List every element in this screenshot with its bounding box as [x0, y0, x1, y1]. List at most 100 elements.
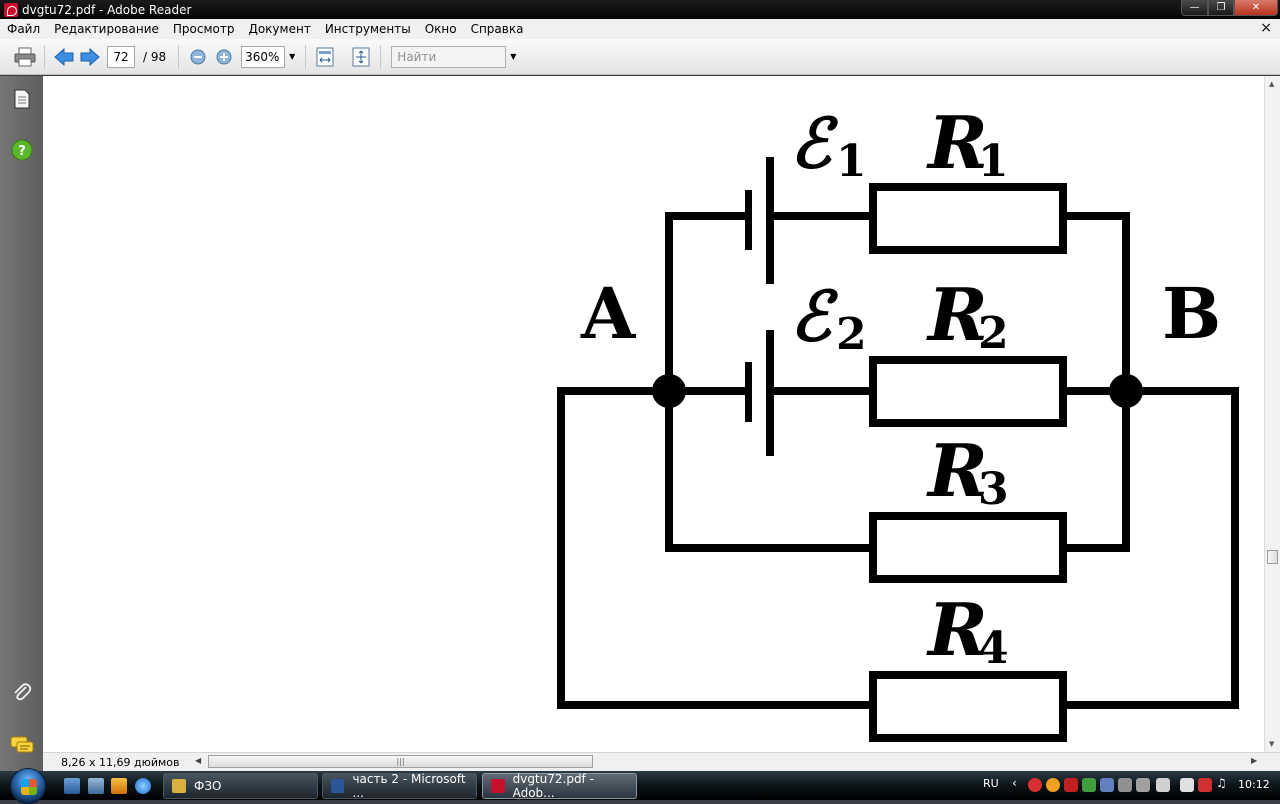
update-tray-icon[interactable] [1100, 778, 1114, 792]
node-a-label: A [580, 272, 637, 355]
search-input[interactable]: Найти [391, 45, 507, 68]
node-b-dot [1109, 374, 1143, 408]
battery-2-short-plate [745, 362, 752, 422]
window-title: dvgtu72.pdf - Adobe Reader [22, 2, 192, 17]
fit-width-icon[interactable] [312, 44, 338, 70]
r4-subscript: 4 [978, 623, 1009, 674]
show-desktop-icon[interactable] [64, 778, 80, 794]
taskbar: ФЗО часть 2 - Microsoft ... dvgtu72.pdf … [0, 768, 1280, 804]
task-button-adobe[interactable]: dvgtu72.pdf - Adob... [482, 772, 637, 800]
clock[interactable]: 10:12 [1238, 778, 1270, 791]
zoom-out-icon[interactable] [185, 44, 211, 70]
menu-window[interactable]: Окно [424, 22, 457, 36]
horizontal-scroll-thumb[interactable]: ||| [208, 755, 593, 768]
task-label: ФЗО [194, 779, 222, 793]
task-button-word[interactable]: часть 2 - Microsoft ... [322, 772, 477, 800]
r2-subscript: 2 [978, 308, 1009, 359]
menu-file[interactable]: Файл [7, 22, 41, 36]
page-number-input[interactable]: 72 [107, 45, 135, 68]
menu-bar: Файл Редактирование Просмотр Документ Ин… [0, 19, 1280, 39]
vertical-scrollbar[interactable]: ▲ ▼ [1264, 76, 1280, 752]
zoom-in-icon[interactable] [211, 44, 237, 70]
vertical-scroll-thumb[interactable] [1267, 550, 1278, 564]
device-tray-icon[interactable] [1118, 778, 1132, 792]
switch-windows-icon[interactable] [88, 778, 104, 794]
next-page-icon[interactable] [77, 44, 103, 70]
network-tray-icon[interactable] [1082, 778, 1096, 792]
volume-icon[interactable]: ♫ [1216, 776, 1227, 790]
adobe-reader-icon [491, 779, 505, 793]
task-button-fzo[interactable]: ФЗО [163, 773, 318, 799]
monitor-tray-icon[interactable] [1156, 778, 1170, 792]
scroll-up-icon[interactable]: ▲ [1269, 80, 1275, 88]
menu-edit[interactable]: Редактирование [54, 22, 159, 36]
print-icon[interactable] [12, 44, 38, 70]
toolbar-separator [178, 44, 180, 69]
zoom-input[interactable]: 360% [241, 45, 286, 68]
start-button[interactable] [10, 768, 46, 804]
emf-1-subscript: 1 [836, 136, 867, 187]
document-view[interactable]: A B ℰ 1 ℰ 2 R 1 R 2 R 3 R 4 [43, 76, 1264, 752]
search-dropdown-icon[interactable]: ▼ [510, 52, 517, 61]
toolbar-separator [44, 44, 45, 69]
scroll-down-icon[interactable]: ▼ [1269, 740, 1275, 748]
emf-1-label: ℰ [790, 104, 839, 184]
folder-icon [172, 779, 186, 793]
menu-view[interactable]: Просмотр [172, 22, 235, 36]
page-size-label: 8,26 x 11,69 дюймов [61, 755, 180, 769]
menu-help[interactable]: Справка [470, 22, 524, 36]
browser-tray-icon[interactable] [1046, 778, 1060, 792]
task-label: часть 2 - Microsoft ... [352, 772, 466, 800]
r1-subscript: 1 [978, 136, 1009, 187]
navigation-panel: ? [0, 76, 43, 771]
menu-document[interactable]: Документ [248, 22, 311, 36]
help-icon[interactable]: ? [9, 137, 35, 163]
attachments-icon[interactable] [9, 680, 35, 706]
media-player-icon[interactable] [111, 778, 127, 794]
pages-icon[interactable] [9, 86, 35, 112]
fit-page-icon[interactable] [348, 44, 374, 70]
maximize-button[interactable]: ❒ [1208, 0, 1234, 16]
battery-1-long-plate [766, 157, 774, 284]
alert-tray-icon[interactable] [1198, 778, 1212, 792]
horizontal-scrollbar[interactable]: ◀ ||| ▶ [193, 753, 1263, 771]
r3-subscript: 3 [978, 464, 1009, 515]
antivirus-icon[interactable] [1028, 778, 1042, 792]
previous-page-icon[interactable] [51, 44, 77, 70]
security-tray-icon[interactable] [1064, 778, 1078, 792]
adobe-reader-icon [4, 2, 18, 17]
resistor-r4 [869, 671, 1067, 742]
emf-2-subscript: 2 [836, 309, 867, 360]
task-label: dvgtu72.pdf - Adob... [512, 772, 594, 800]
tray-expand-icon[interactable]: ‹ [1012, 776, 1017, 790]
resistor-r3 [869, 512, 1067, 583]
toolbar-separator [380, 44, 382, 69]
printer-tray-icon[interactable] [1180, 778, 1194, 792]
close-document-button[interactable]: × [1260, 20, 1272, 36]
title-bar: dvgtu72.pdf - Adobe Reader — ❒ ✕ [0, 0, 1280, 19]
scroll-left-icon[interactable]: ◀ [195, 756, 202, 765]
toolbar: 72 / 98 360% ▼ Найти ▼ [0, 39, 1280, 75]
comments-icon[interactable] [9, 732, 35, 758]
emf-2-label: ℰ [790, 277, 839, 357]
menu-tools[interactable]: Инструменты [324, 22, 411, 36]
minimize-button[interactable]: — [1181, 0, 1208, 16]
r1-label: R [926, 100, 988, 185]
resistor-r1 [869, 183, 1067, 254]
page-total: / 98 [143, 49, 167, 64]
window-controls: — ❒ ✕ [1181, 0, 1278, 16]
scroll-right-icon[interactable]: ▶ [1251, 756, 1258, 765]
zoom-dropdown-icon[interactable]: ▼ [289, 52, 296, 61]
node-a-dot [652, 374, 686, 408]
r4-label: R [926, 587, 988, 672]
language-indicator[interactable]: RU [983, 777, 999, 790]
keyboard-tray-icon[interactable] [1136, 778, 1150, 792]
toolbar-separator [305, 44, 307, 69]
circuit-diagram: A B ℰ 1 ℰ 2 R 1 R 2 R 3 R 4 [557, 100, 1239, 742]
svg-text:?: ? [18, 144, 26, 159]
word-icon [331, 779, 345, 793]
close-button[interactable]: ✕ [1234, 0, 1278, 16]
r2-label: R [926, 272, 988, 357]
node-b-label: B [1162, 272, 1221, 355]
internet-explorer-icon[interactable] [135, 778, 151, 794]
